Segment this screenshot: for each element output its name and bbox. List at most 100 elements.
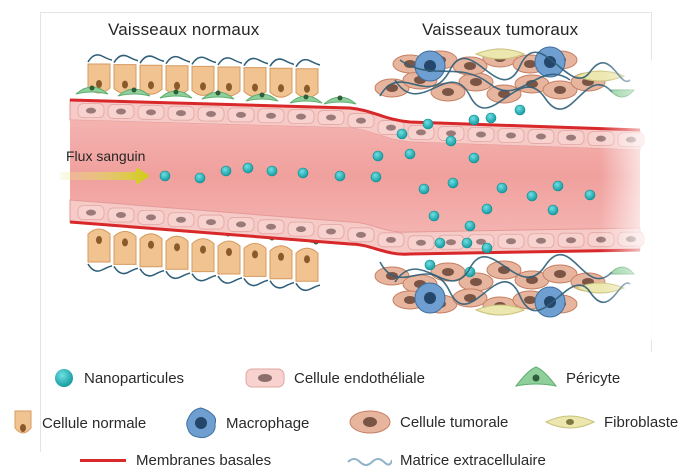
endothelial-nucleus — [386, 125, 396, 131]
legend-tumor-cell: Cellule tumorale — [348, 408, 508, 436]
nanoparticle — [469, 153, 479, 163]
nanoparticle — [397, 129, 407, 139]
nanoparticle — [469, 115, 479, 125]
nanoparticle — [429, 211, 439, 221]
nanoparticle — [435, 238, 445, 248]
pericyte-nucleus — [338, 96, 343, 101]
endothelial-nucleus — [266, 224, 276, 230]
nanoparticle — [585, 190, 595, 200]
endothelial-nucleus — [206, 111, 216, 117]
nanoparticle — [419, 184, 429, 194]
matrix-fiber — [296, 60, 320, 67]
nanoparticle — [497, 183, 507, 193]
right-fade — [600, 60, 660, 340]
matrix-fiber — [88, 264, 112, 271]
endothelial-nucleus — [356, 118, 366, 124]
normal-cell — [244, 243, 266, 276]
legend-nanoparticles: Nanoparticules — [52, 366, 184, 390]
endothelial-nucleus — [326, 229, 336, 235]
matrix-fiber — [140, 269, 164, 276]
title-normal-vessels: Vaisseaux normaux — [108, 20, 259, 40]
tumor-cell-nucleus — [524, 296, 536, 304]
nanoparticle — [335, 171, 345, 181]
extracellular-matrix-icon — [346, 454, 392, 468]
matrix-fiber — [270, 59, 294, 66]
normal-cell-nucleus — [200, 82, 206, 90]
endothelial-nucleus — [206, 219, 216, 225]
nanoparticle — [371, 172, 381, 182]
normal-cell — [296, 248, 318, 281]
matrix-fiber — [296, 283, 320, 290]
matrix-fiber — [88, 55, 112, 62]
endothelial-nucleus — [236, 221, 246, 227]
endothelial-nucleus — [506, 238, 516, 244]
nanoparticle — [373, 151, 383, 161]
nanoparticle — [486, 113, 496, 123]
legend-basal-membranes-label: Membranes basales — [136, 452, 271, 469]
normal-cell — [192, 239, 214, 272]
normal-cell — [140, 234, 162, 267]
endothelial-nucleus — [326, 114, 336, 120]
endothelial-nucleus — [176, 217, 186, 223]
normal-cell — [244, 68, 266, 97]
endothelial-nucleus — [296, 226, 306, 232]
endothelial-nucleus — [446, 239, 456, 245]
nanoparticle — [548, 205, 558, 215]
endothelial-nucleus — [86, 108, 96, 114]
basal-membrane-icon — [78, 455, 128, 467]
normal-cell-nucleus — [96, 236, 102, 244]
normal-cell — [218, 67, 240, 96]
normal-cell — [88, 229, 110, 262]
nanoparticle — [515, 105, 525, 115]
normal-cell-nucleus — [278, 84, 284, 92]
endothelial-nucleus — [146, 109, 156, 115]
pericyte-nucleus — [132, 88, 137, 93]
tumor-cell-nucleus — [386, 84, 398, 92]
normal-cell-nucleus — [122, 81, 128, 89]
nanoparticle — [160, 171, 170, 181]
normal-cell-nucleus — [174, 243, 180, 251]
endothelial-nucleus — [296, 114, 306, 120]
tumor-cell-nucleus — [442, 88, 454, 96]
tumor-cell-icon — [348, 408, 392, 436]
normal-cell-nucleus — [148, 241, 154, 249]
normal-cell-nucleus — [174, 82, 180, 90]
normal-cell — [192, 66, 214, 95]
normal-cell-nucleus — [226, 248, 232, 256]
legend-normal-cell-label: Cellule normale — [42, 415, 146, 432]
endothelial-nucleus — [416, 240, 426, 246]
tumor-cell-nucleus — [442, 268, 454, 276]
endothelial-nucleus — [266, 113, 276, 119]
normal-cell-nucleus — [252, 84, 258, 92]
normal-cell-nucleus — [252, 250, 258, 258]
matrix-fiber — [114, 266, 138, 273]
legend-normal-cell: Cellule normale — [12, 408, 146, 438]
endothelial-cell-icon — [244, 366, 286, 390]
tumor-cell-nucleus — [498, 266, 510, 274]
nanoparticle — [462, 238, 472, 248]
nanoparticle — [425, 260, 435, 270]
macrophage-icon — [184, 406, 218, 440]
endothelial-nucleus — [356, 232, 366, 238]
normal-cell — [218, 241, 240, 274]
legend-pericyte: Péricyte — [514, 364, 620, 392]
legend-macrophage-label: Macrophage — [226, 415, 309, 432]
normal-cell-nucleus — [304, 255, 310, 263]
tumor-cell-nucleus — [554, 86, 566, 94]
pericyte-nucleus — [216, 91, 221, 96]
matrix-fiber — [192, 274, 216, 281]
nanoparticle — [298, 168, 308, 178]
endothelial-nucleus — [236, 112, 246, 118]
legend-fibroblast: Fibroblaste — [544, 408, 678, 436]
tumor-cell-nucleus — [554, 270, 566, 278]
legend-fibroblast-label: Fibroblaste — [604, 414, 678, 431]
nanoparticle — [267, 166, 277, 176]
normal-cell — [270, 246, 292, 279]
nanoparticle — [243, 163, 253, 173]
endothelial-nucleus — [176, 110, 186, 116]
tumor-cell-nucleus — [524, 60, 536, 68]
normal-cell-nucleus — [278, 253, 284, 261]
nanoparticle — [553, 181, 563, 191]
endothelial-nucleus — [146, 214, 156, 220]
legend-pericyte-label: Péricyte — [566, 370, 620, 387]
